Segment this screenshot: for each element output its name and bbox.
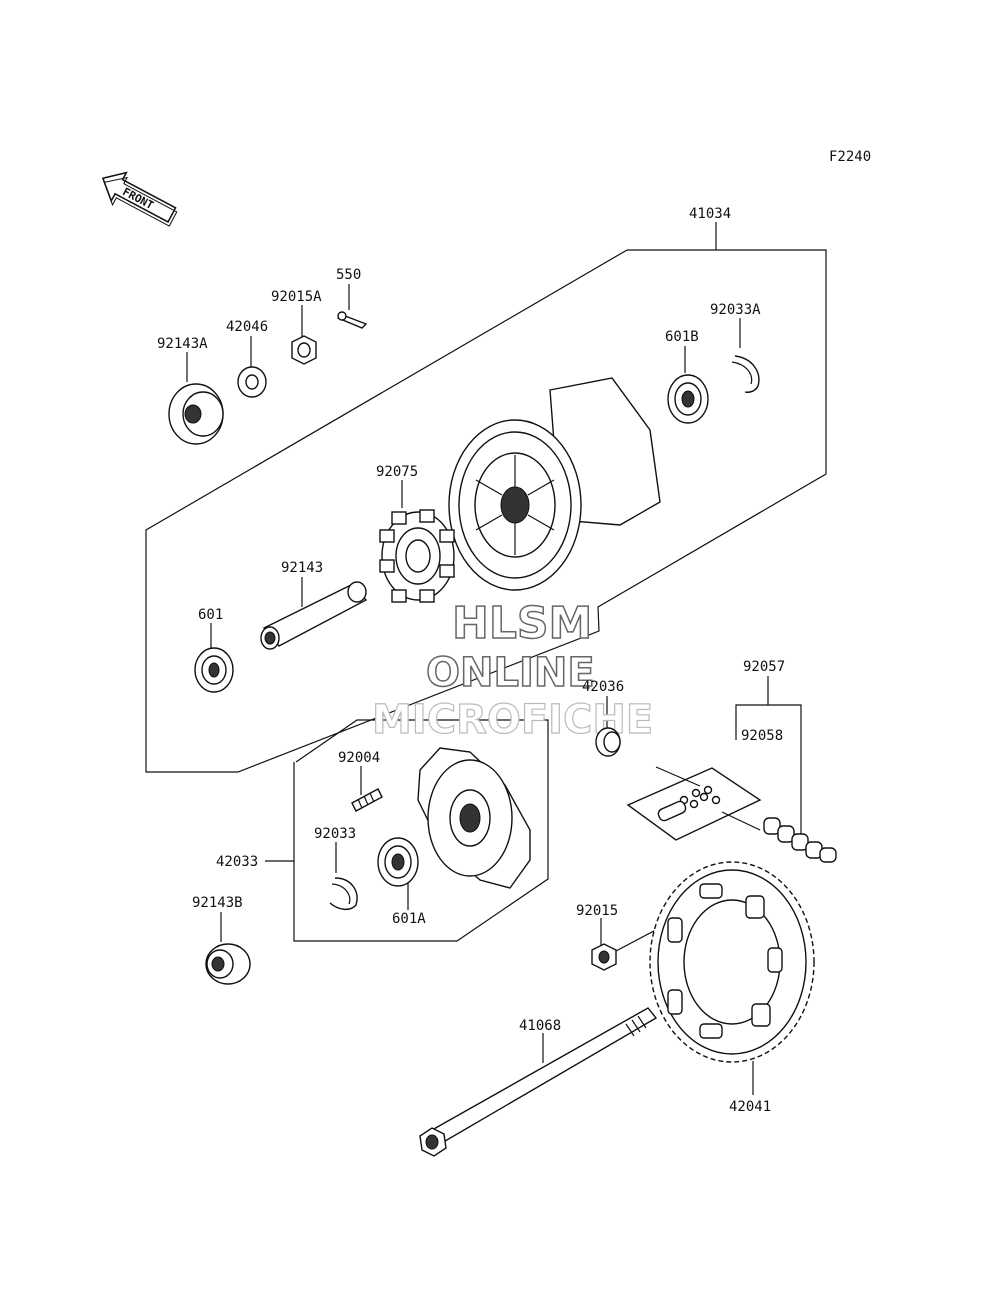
label-92015A: 92015A (271, 289, 322, 305)
bearing-601A (377, 837, 419, 887)
washer-42046 (237, 366, 267, 398)
label-92143A: 92143A (157, 336, 208, 352)
coupling-bracket (265, 719, 549, 942)
circlip-92033 (329, 877, 358, 910)
label-92058: 92058 (741, 728, 783, 744)
label-92143: 92143 (281, 560, 323, 576)
nut-92015 (591, 943, 617, 971)
chain-92057 (721, 811, 837, 863)
bearing-601B (667, 374, 709, 424)
label-42036: 42036 (582, 679, 624, 695)
label-92033A: 92033A (710, 302, 761, 318)
watermark: HLSM ONLINE MICROFICHE (371, 597, 653, 743)
label-92057: 92057 (743, 659, 785, 675)
label-92075: 92075 (376, 464, 418, 480)
nut-42036 (595, 727, 621, 757)
label-42041: 42041 (729, 1099, 771, 1115)
cotter-pin-550 (337, 311, 368, 329)
label-601: 601 (198, 607, 223, 623)
label-601A: 601A (392, 911, 426, 927)
figure-code: F2240 (829, 149, 871, 165)
wheel-hub-41034 (448, 377, 661, 591)
collar-92143 (260, 581, 368, 650)
label-92033: 92033 (314, 826, 356, 842)
collar-92143B (205, 943, 251, 985)
chain-joint-92058 (626, 766, 762, 841)
axle-41068 (419, 1007, 658, 1157)
label-550: 550 (336, 267, 361, 283)
front-arrow-icon: FRONT (101, 171, 178, 227)
label-41068: 41068 (519, 1018, 561, 1034)
part-labels: 41034 550 92015A 42046 92143A 601B 92033… (157, 206, 785, 1115)
label-42046: 42046 (226, 319, 268, 335)
leader-lines (186, 284, 754, 1095)
chain-bracket (735, 676, 802, 840)
label-92004: 92004 (338, 750, 380, 766)
stud-92004 (351, 788, 383, 812)
coupling-42033 (417, 747, 531, 889)
sprocket-42041 (649, 861, 815, 1063)
label-92015: 92015 (576, 903, 618, 919)
nut-92015A (291, 335, 317, 365)
collar-92143A (168, 383, 224, 445)
label-92143B: 92143B (192, 895, 243, 911)
bearing-601 (194, 647, 234, 693)
watermark-line1: HLSM (452, 598, 592, 649)
hub-assembly-bracket (145, 222, 827, 773)
watermark-line2: ONLINE (426, 650, 595, 696)
damper-92075 (379, 509, 455, 603)
label-42033: 42033 (216, 854, 258, 870)
circlip-92033A (731, 355, 760, 393)
label-41034: 41034 (689, 206, 731, 222)
label-601B: 601B (665, 329, 699, 345)
